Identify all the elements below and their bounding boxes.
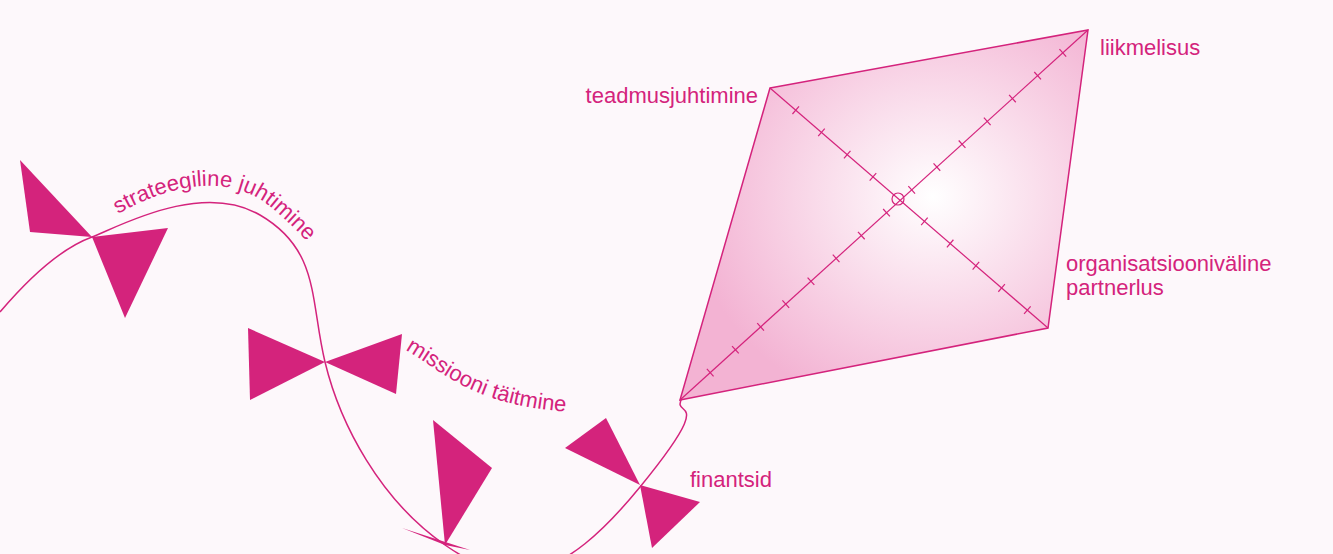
spar-tick	[858, 232, 865, 239]
tail-label-text: missiooni täitmine	[403, 333, 568, 417]
spar-tick	[707, 369, 714, 376]
spar-tick	[984, 118, 991, 125]
spar-tick	[947, 240, 954, 248]
tail-bows	[20, 160, 700, 550]
spar-tick	[870, 173, 877, 181]
spar-tick	[792, 106, 799, 114]
spar-tick	[1034, 72, 1041, 79]
spar-tick	[808, 278, 815, 285]
spar-tick	[844, 151, 851, 159]
spar-tick	[1059, 49, 1066, 56]
kite-corner-label: liikmelisus	[1100, 36, 1200, 60]
spar-tick	[757, 323, 764, 330]
spar-tick	[908, 186, 915, 193]
spar-tick	[818, 129, 825, 137]
spar-tick	[782, 300, 789, 307]
spar-tick	[833, 255, 840, 262]
tail-label: missiooni täitmine	[403, 333, 568, 417]
spar-tick	[973, 262, 980, 270]
kite-string	[0, 203, 687, 554]
spar-tick	[959, 140, 966, 147]
spar-tick	[921, 218, 928, 226]
spar-tick	[934, 163, 941, 170]
spar-tick	[1024, 306, 1031, 314]
spar-tick	[998, 284, 1005, 292]
spar-tick	[732, 346, 739, 353]
kite-corner-label: organisatsiooniväline partnerlus	[1066, 252, 1316, 300]
spar-tick	[883, 209, 890, 216]
kite-corner-label: finantsid	[690, 468, 772, 492]
tail-label: strateegiline juhtimine	[108, 166, 321, 245]
spar-tick	[1009, 95, 1016, 102]
kite-corner-label: teadmusjuhtimine	[586, 84, 758, 108]
tail-label-text: strateegiline juhtimine	[108, 166, 321, 245]
